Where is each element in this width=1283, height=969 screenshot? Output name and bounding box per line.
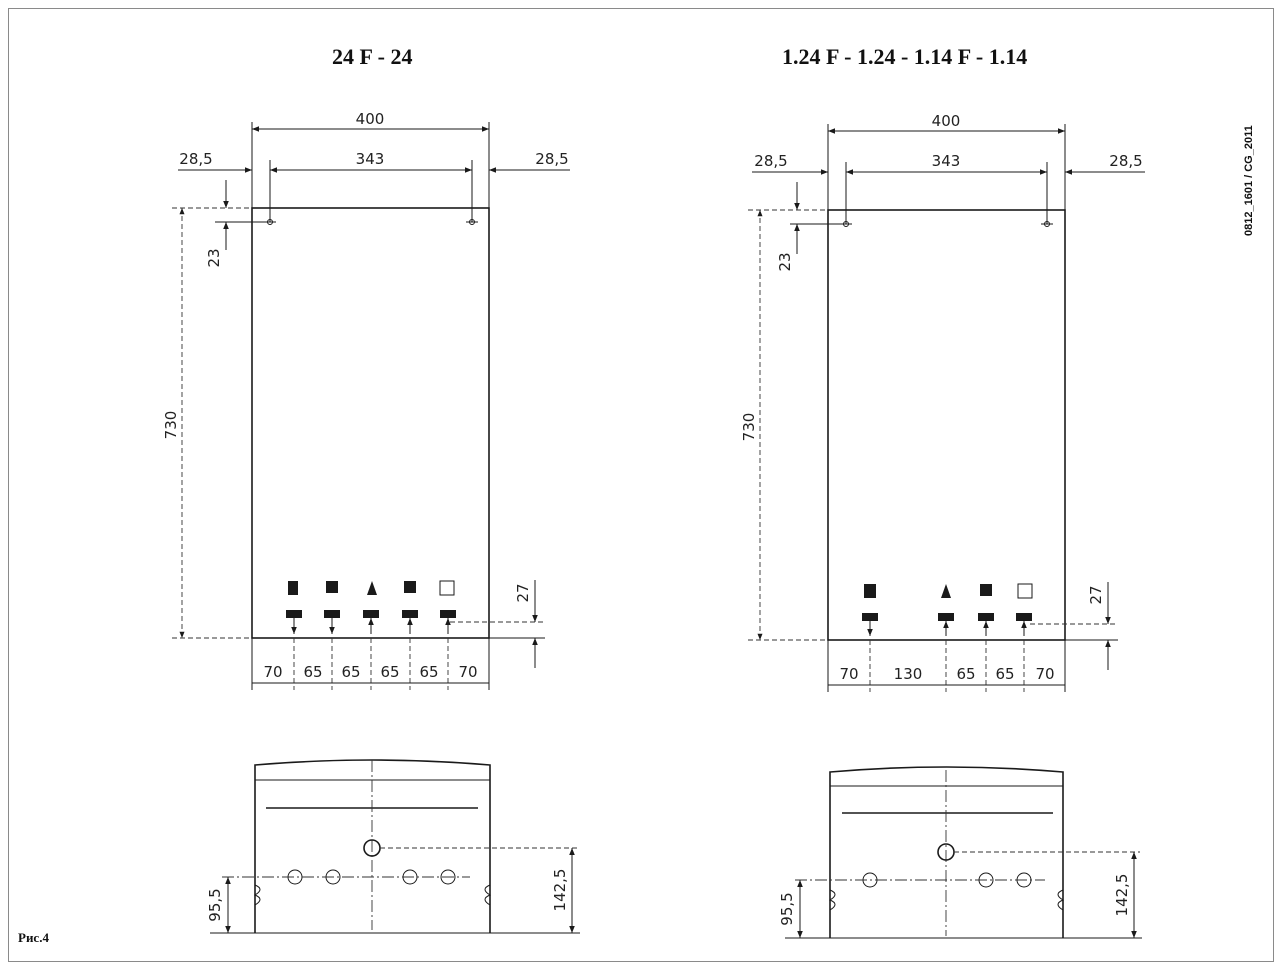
right-side-left-label: 28,5 <box>754 152 787 170</box>
right-bottom-dim-2: 130 <box>894 665 923 683</box>
left-bottom-dim-6: 70 <box>458 663 477 681</box>
left-bottom-offset-label: 27 <box>514 583 532 602</box>
right-hole-spacing-label: 343 <box>932 152 961 170</box>
left-boiler-outline <box>251 207 490 639</box>
left-top-offset-label: 23 <box>205 248 223 267</box>
left-depth-high-label: 142,5 <box>551 869 569 912</box>
right-boiler-outline <box>827 209 1066 641</box>
right-top-offset-label: 23 <box>776 252 794 271</box>
right-depth-low-label: 95,5 <box>778 892 796 925</box>
left-bottom-view: 95,5 142,5 <box>206 759 580 934</box>
figure-label: Рис.4 <box>18 930 49 945</box>
right-bottom-dim-4: 65 <box>995 665 1014 683</box>
left-width-label: 400 <box>356 110 385 128</box>
left-side-right-label: 28,5 <box>535 150 568 168</box>
left-bottom-dim-2: 65 <box>303 663 322 681</box>
left-front-view: 400 343 28,5 28,5 23 730 27 <box>162 110 570 690</box>
right-side-right-label: 28,5 <box>1109 152 1142 170</box>
right-height-label: 730 <box>740 413 758 442</box>
title-right: 1.24 F - 1.24 - 1.14 F - 1.14 <box>782 44 1028 69</box>
left-height-label: 730 <box>162 411 180 440</box>
right-bottom-dim-5: 70 <box>1035 665 1054 683</box>
right-bottom-offset-label: 27 <box>1087 585 1105 604</box>
left-bottom-outline <box>254 759 491 933</box>
left-bottom-dim-5: 65 <box>419 663 438 681</box>
right-bottom-outline <box>829 766 1064 938</box>
left-depth-low-label: 95,5 <box>206 888 224 921</box>
right-width-label: 400 <box>932 112 961 130</box>
left-connection-symbols <box>286 580 456 634</box>
title-left: 24 F - 24 <box>332 44 413 69</box>
drawing-frame <box>8 8 1274 962</box>
right-bottom-dim-3: 65 <box>956 665 975 683</box>
left-bottom-dim-1: 70 <box>263 663 282 681</box>
right-front-view: 400 343 28,5 28,5 23 730 27 <box>740 112 1145 692</box>
left-hole-spacing-label: 343 <box>356 150 385 168</box>
right-depth-high-label: 142,5 <box>1113 874 1131 917</box>
left-bottom-dim-4: 65 <box>380 663 399 681</box>
left-bottom-dim-3: 65 <box>341 663 360 681</box>
right-bottom-dim-1: 70 <box>839 665 858 683</box>
left-connection-circle-5 <box>440 869 456 885</box>
right-connection-symbols <box>862 583 1033 636</box>
right-bottom-view: 95,5 142,5 <box>778 766 1142 939</box>
left-side-left-label: 28,5 <box>179 150 212 168</box>
